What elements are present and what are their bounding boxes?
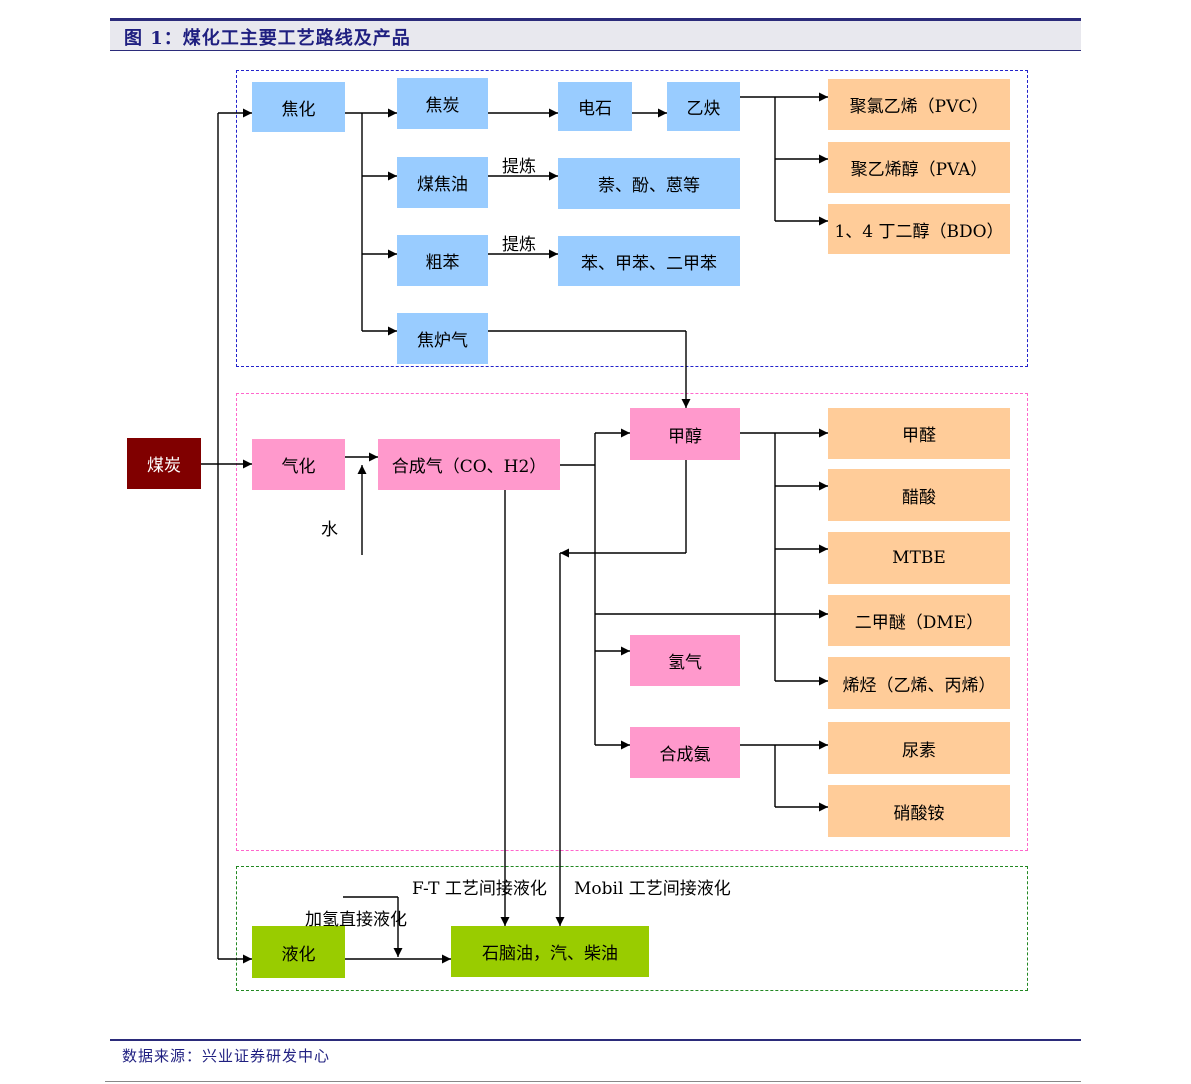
node-dme: 二甲醚（DME） xyxy=(828,595,1010,646)
node-formaldehyde: 甲醛 xyxy=(828,408,1010,459)
node-coke: 焦炭 xyxy=(397,78,488,129)
node-gasification: 气化 xyxy=(252,439,345,490)
node-pvc: 聚氯乙烯（PVC） xyxy=(828,79,1010,130)
node-coal: 煤炭 xyxy=(127,438,201,489)
node-pva: 聚乙烯醇（PVA） xyxy=(828,142,1010,193)
node-coking: 焦化 xyxy=(252,82,345,132)
node-hydrogen: 氢气 xyxy=(630,635,740,686)
node-crude-benzene: 粗苯 xyxy=(397,235,488,286)
label-refine-tar: 提炼 xyxy=(502,157,536,177)
liquefaction-region xyxy=(236,866,1028,991)
node-carbide: 电石 xyxy=(558,82,632,131)
data-source: 数据来源：兴业证券研发中心 xyxy=(122,1047,331,1065)
label-ft-process: F-T 工艺间接液化 xyxy=(412,879,547,899)
node-naphthalene: 萘、酚、蒽等 xyxy=(558,158,740,209)
figure-title: 图 1：煤化工主要工艺路线及产品 xyxy=(124,28,411,49)
footer-divider xyxy=(110,1039,1081,1041)
label-water: 水 xyxy=(321,520,338,540)
node-acetylene: 乙炔 xyxy=(667,82,740,131)
node-ammonium-nitrate: 硝酸铵 xyxy=(828,785,1010,837)
label-refine-benzene: 提炼 xyxy=(502,235,536,255)
node-ammonia: 合成氨 xyxy=(630,727,740,778)
gasification-region xyxy=(236,393,1028,851)
node-methanol: 甲醇 xyxy=(630,408,740,460)
node-coal-tar: 煤焦油 xyxy=(397,157,488,208)
node-acetic-acid: 醋酸 xyxy=(828,469,1010,521)
bottom-divider xyxy=(105,1081,1081,1082)
node-mtbe: MTBE xyxy=(828,532,1010,584)
node-olefins: 烯烃（乙烯、丙烯） xyxy=(828,657,1010,709)
coking-region xyxy=(236,70,1028,367)
node-benzene: 苯、甲苯、二甲苯 xyxy=(558,236,740,286)
label-hydro-liquefaction: 加氢直接液化 xyxy=(305,910,407,930)
label-mobil-process: Mobil 工艺间接液化 xyxy=(574,879,731,899)
node-syngas: 合成气（CO、H2） xyxy=(378,439,560,490)
node-coke-oven-gas: 焦炉气 xyxy=(397,313,488,364)
node-fuels: 石脑油，汽、柴油 xyxy=(451,926,649,977)
node-liquefaction: 液化 xyxy=(252,926,345,978)
node-bdo: 1、4 丁二醇（BDO） xyxy=(828,204,1010,254)
figure-header: 图 1：煤化工主要工艺路线及产品 xyxy=(110,18,1081,51)
node-urea: 尿素 xyxy=(828,722,1010,774)
